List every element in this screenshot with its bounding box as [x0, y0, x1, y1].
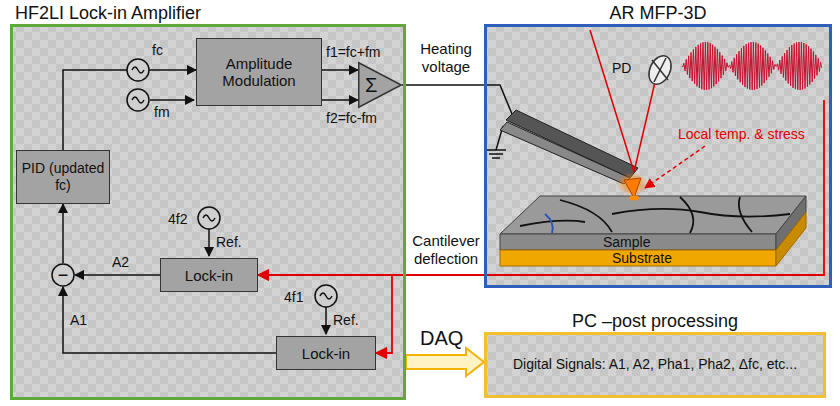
- panel-ground: [484, 332, 826, 398]
- pc-panel: PC –post processingDigital Signals: A1, …: [484, 332, 826, 398]
- oscillator-symbol: [127, 59, 149, 81]
- oscillator-symbol: [127, 89, 149, 111]
- data-arrow: [406, 348, 484, 376]
- deflection-wire: [484, 100, 824, 275]
- process-box: Lock-in: [160, 258, 258, 292]
- summer-triangle: Σ: [358, 62, 402, 108]
- photodetector: [645, 52, 676, 88]
- node-text: Lock-in: [185, 267, 233, 284]
- signal-list: Digital Signals: A1, A2, Pha1, Pha2, Δfc…: [491, 355, 819, 373]
- cantilever: [500, 110, 648, 201]
- connector: [322, 99, 358, 101]
- node-text: Lock-in: [302, 345, 350, 362]
- part-name: Sample: [603, 234, 650, 250]
- sample-block: [500, 196, 806, 266]
- panel-title: AR MFP-3D: [487, 2, 829, 24]
- edge-label: f1=fc+fm: [326, 44, 380, 60]
- modulated-waveform: [682, 42, 822, 90]
- note: Ref.: [333, 312, 359, 328]
- instrument-panel: HF2LI Lock-in AmplifierAmplitude Modulat…: [10, 24, 406, 400]
- connector: [376, 275, 484, 353]
- node-text: Amplitude Modulation: [201, 55, 317, 89]
- oscillator-symbol: [315, 285, 337, 307]
- connector: [322, 69, 358, 71]
- edge-label: Heating voltage: [410, 40, 482, 76]
- heating-wire: [484, 85, 512, 114]
- process-box: PID (updated fc): [16, 150, 110, 204]
- connector: [75, 274, 160, 276]
- note: Ref.: [216, 234, 242, 250]
- node-text: PID (updated fc): [21, 160, 105, 194]
- panel-ground: [484, 24, 832, 288]
- signal-name: fc: [152, 42, 163, 58]
- oscillator-symbol: [198, 207, 220, 229]
- panel-title: PC –post processing: [487, 310, 823, 332]
- signal-name: 4f2: [168, 211, 187, 227]
- node-text: Σ: [358, 74, 377, 97]
- panel-title: HF2LI Lock-in Amplifier: [15, 2, 201, 24]
- oscillator-symbol: [150, 100, 326, 334]
- edge-label: A1: [70, 312, 87, 328]
- subtractor-circle: −: [51, 263, 75, 287]
- edge-label: DAQ: [420, 326, 463, 350]
- connector: [402, 84, 484, 86]
- edge-label: A2: [112, 254, 129, 270]
- connector: [62, 204, 64, 263]
- panel-ground: [10, 24, 406, 400]
- part-name: PD: [612, 60, 631, 76]
- callout-label: Local temp. & stress: [678, 126, 805, 142]
- edge-label: Cantilever deflection: [407, 232, 485, 268]
- signal-name: 4f1: [284, 289, 303, 305]
- node-text: −: [58, 266, 69, 284]
- edge-label: f2=fc-fm: [326, 110, 377, 126]
- signal-name: fm: [154, 104, 170, 120]
- process-box: Amplitude Modulation: [196, 38, 322, 106]
- connector: [63, 70, 196, 150]
- part-name: Substrate: [612, 250, 672, 266]
- process-box: Lock-in: [276, 336, 376, 370]
- instrument-panel: AR MFP-3D: [484, 24, 832, 288]
- laser-beam: [590, 30, 655, 172]
- triangle-outline: [358, 62, 402, 108]
- connector: [63, 287, 276, 353]
- leader-arrow: [645, 146, 705, 188]
